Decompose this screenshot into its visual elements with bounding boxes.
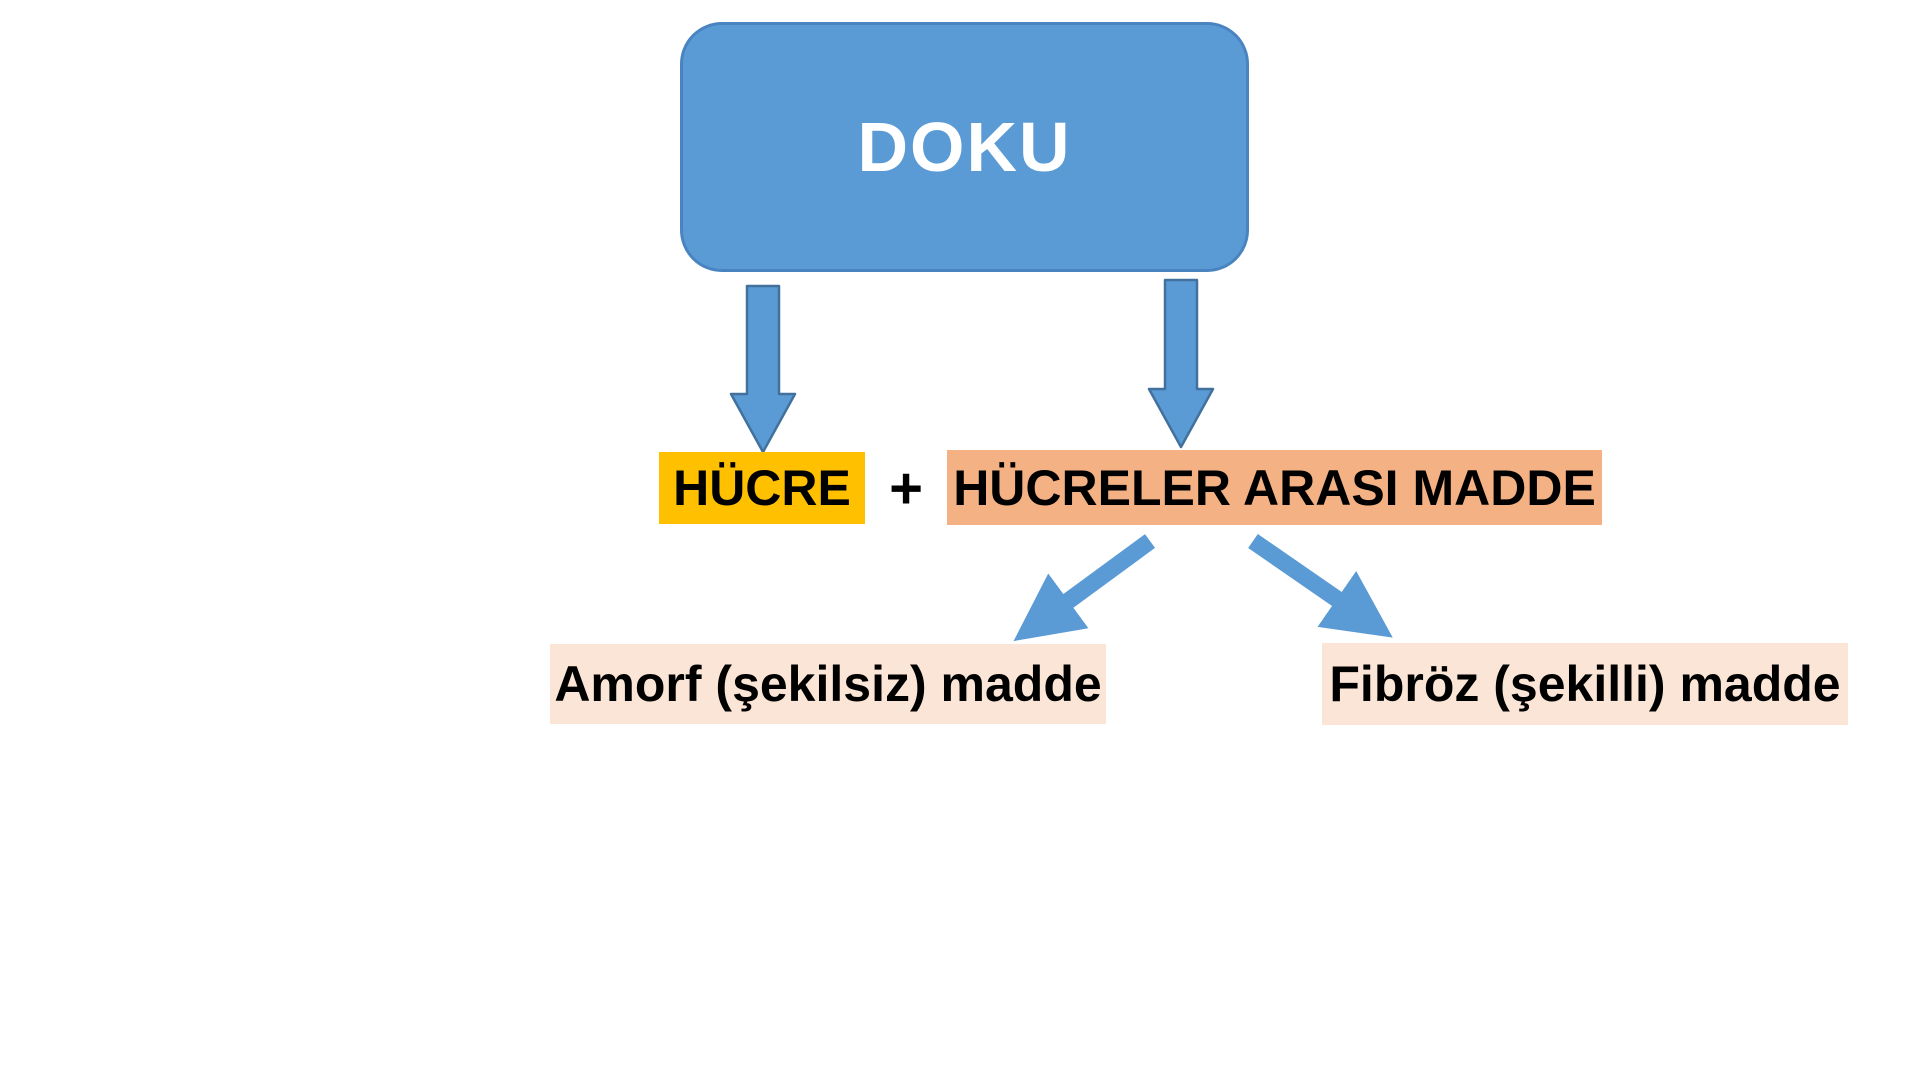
arrow-diagonal-right-icon [1248, 534, 1393, 638]
node-hucre: HÜCRE [659, 452, 865, 524]
node-fibroz-madde-label: Fibröz (şekilli) madde [1329, 656, 1841, 712]
plus-operator-label: + [889, 455, 923, 521]
node-amorf-madde-label: Amorf (şekilsiz) madde [554, 656, 1102, 712]
node-hucreler-arasi-madde-label: HÜCRELER ARASI MADDE [953, 459, 1596, 516]
arrow-diagonal-left-icon [1013, 534, 1156, 642]
node-hucre-label: HÜCRE [673, 460, 851, 516]
node-doku: DOKU [680, 22, 1249, 272]
node-doku-label: DOKU [857, 108, 1072, 186]
node-fibroz-madde: Fibröz (şekilli) madde [1322, 643, 1848, 725]
node-hucreler-arasi-madde: HÜCRELER ARASI MADDE [947, 450, 1602, 525]
plus-operator: + [866, 452, 946, 524]
arrow-down-icon [1147, 278, 1215, 449]
arrow-down-icon [729, 284, 797, 454]
node-amorf-madde: Amorf (şekilsiz) madde [550, 644, 1106, 724]
